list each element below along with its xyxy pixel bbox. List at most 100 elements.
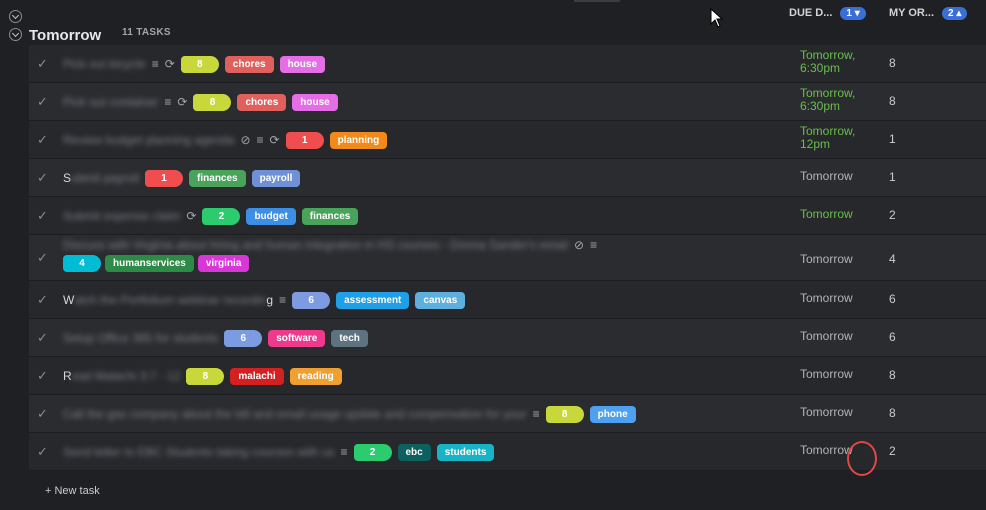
- priority-badge[interactable]: 4: [63, 255, 101, 272]
- tag-budget[interactable]: budget: [246, 207, 296, 225]
- tag-reading[interactable]: reading: [289, 367, 342, 385]
- priority-badge[interactable]: 1: [285, 131, 324, 149]
- task-title[interactable]: Review budget planning agenda: [63, 133, 234, 147]
- task-title[interactable]: Discuss with Virginia about hiring and h…: [63, 238, 568, 252]
- complete-check-icon[interactable]: ✓: [37, 444, 48, 459]
- due-date[interactable]: Tomorrow: [800, 367, 853, 381]
- notes-icon: ≡: [590, 238, 598, 252]
- priority-badge[interactable]: 8: [180, 55, 219, 73]
- tag-canvas[interactable]: canvas: [415, 291, 466, 309]
- tag-house[interactable]: house: [279, 55, 326, 73]
- collapse-group-icon[interactable]: [9, 28, 22, 41]
- priority-badge[interactable]: 8: [545, 405, 584, 423]
- task-title-tail: g: [266, 293, 274, 307]
- task-title-redacted: Send letter to EBC Students taking cours…: [63, 445, 335, 459]
- tag-tech[interactable]: tech: [331, 329, 368, 347]
- task-row[interactable]: ✓ Watch the Portfolium webinar recording ≡…: [29, 281, 986, 319]
- tag-malachi[interactable]: malachi: [230, 367, 284, 385]
- due-date[interactable]: Tomorrow: [800, 329, 853, 343]
- task-title[interactable]: Watch the Portfolium webinar recording: [63, 293, 273, 307]
- task-title[interactable]: Read Malachi 3:7 - 12: [63, 369, 180, 383]
- priority-badge[interactable]: 8: [193, 93, 232, 111]
- due-date[interactable]: Tomorrow: [800, 405, 853, 419]
- complete-check-icon[interactable]: ✓: [37, 330, 48, 345]
- complete-check-icon[interactable]: ✓: [37, 250, 48, 265]
- tag-finances[interactable]: finances: [189, 169, 246, 187]
- tag-chores[interactable]: chores: [224, 55, 274, 73]
- due-date[interactable]: Tomorrow, 12pm: [800, 124, 856, 151]
- task-row[interactable]: ✓ Submit expense claim ⟳ 2 budget finances Tom…: [29, 197, 986, 235]
- task-row[interactable]: ✓ Submit payroll 1 finances payroll Tomorrow 1: [29, 159, 986, 197]
- due-date[interactable]: Tomorrow, 6:30pm: [800, 86, 856, 113]
- tag-assessment[interactable]: assessment: [336, 291, 410, 309]
- task-row[interactable]: ✓ Discuss with Virginia about hiring and …: [29, 235, 986, 281]
- task-content: Watch the Portfolium webinar recording ≡ 6…: [63, 289, 781, 311]
- task-row[interactable]: ✓ Send letter to EBC Students taking cour…: [29, 433, 986, 471]
- priority-badge[interactable]: 2: [353, 443, 392, 461]
- tag-payroll[interactable]: payroll: [251, 169, 301, 187]
- task-title-redacted: Review budget planning agenda: [63, 133, 235, 147]
- tag-software[interactable]: software: [268, 329, 326, 347]
- collapse-all-icon[interactable]: [9, 10, 22, 23]
- new-task-button[interactable]: + New task: [45, 485, 100, 497]
- complete-check-icon[interactable]: ✓: [37, 292, 48, 307]
- order-sort-badge[interactable]: 2 ▴: [942, 7, 968, 20]
- due-date[interactable]: Tomorrow: [800, 291, 853, 305]
- task-title[interactable]: Call the gas company about the bill and …: [63, 407, 527, 421]
- column-header-my-order[interactable]: MY OR...2 ▴: [889, 7, 968, 20]
- complete-check-icon[interactable]: ✓: [37, 208, 48, 223]
- task-title[interactable]: Submit payroll: [63, 171, 139, 185]
- priority-badge[interactable]: 6: [292, 291, 331, 309]
- tag-house[interactable]: house: [292, 93, 338, 111]
- task-title[interactable]: Setup Office 365 for students: [63, 331, 218, 345]
- notes-icon: ≡: [340, 445, 348, 459]
- priority-badge[interactable]: 6: [224, 329, 263, 347]
- priority-badge[interactable]: 1: [145, 169, 184, 187]
- notes-icon: ≡: [279, 293, 287, 307]
- complete-check-icon[interactable]: ✓: [37, 132, 48, 147]
- due-date[interactable]: Tomorrow: [800, 252, 853, 266]
- tag-finances[interactable]: finances: [301, 207, 359, 225]
- due-date[interactable]: Tomorrow: [800, 169, 853, 183]
- task-content: Discuss with Virginia about hiring and h…: [63, 238, 781, 278]
- tag-planning[interactable]: planning: [329, 131, 388, 149]
- task-row[interactable]: ✓ Read Malachi 3:7 - 12 8 malachi reading Tom…: [29, 357, 986, 395]
- task-title[interactable]: Pick out bicycle: [63, 57, 146, 71]
- due-date[interactable]: Tomorrow: [800, 207, 853, 221]
- complete-check-icon[interactable]: ✓: [37, 94, 48, 109]
- repeat-icon: ⟳: [186, 209, 197, 223]
- tag-chores[interactable]: chores: [237, 93, 287, 111]
- complete-check-icon[interactable]: ✓: [37, 170, 48, 185]
- tag-humanservices[interactable]: humanservices: [105, 255, 194, 272]
- complete-check-icon[interactable]: ✓: [37, 368, 48, 383]
- task-row[interactable]: ✓ Setup Office 365 for students 6 software t…: [29, 319, 986, 357]
- task-title[interactable]: Submit expense claim: [63, 209, 180, 223]
- tag-phone[interactable]: phone: [589, 405, 636, 423]
- my-order-value: 8: [889, 56, 896, 70]
- task-title[interactable]: Send letter to EBC Students taking cours…: [63, 445, 334, 459]
- notes-icon: ≡: [532, 407, 540, 421]
- due-sort-badge[interactable]: 1 ▾: [840, 7, 866, 20]
- my-order-value: 2: [889, 444, 896, 458]
- tag-virginia[interactable]: virginia: [197, 255, 250, 272]
- due-date[interactable]: Tomorrow, 6:30pm: [800, 48, 856, 75]
- column-header-due-date[interactable]: DUE D...1 ▾: [789, 7, 866, 20]
- tag-ebc[interactable]: ebc: [397, 443, 431, 461]
- priority-badge[interactable]: 8: [186, 367, 225, 385]
- priority-badge[interactable]: 2: [202, 207, 241, 225]
- repeat-icon: ⟳: [164, 57, 175, 71]
- tag-students[interactable]: students: [436, 443, 495, 461]
- due-date[interactable]: Tomorrow: [800, 443, 853, 457]
- task-title-lead: R: [63, 369, 72, 383]
- complete-check-icon[interactable]: ✓: [37, 406, 48, 421]
- complete-check-icon[interactable]: ✓: [37, 56, 48, 71]
- task-content: Submit payroll 1 finances payroll: [63, 167, 781, 189]
- task-title[interactable]: Pick out container: [63, 95, 158, 109]
- task-row[interactable]: ✓ Call the gas company about the bill and…: [29, 395, 986, 433]
